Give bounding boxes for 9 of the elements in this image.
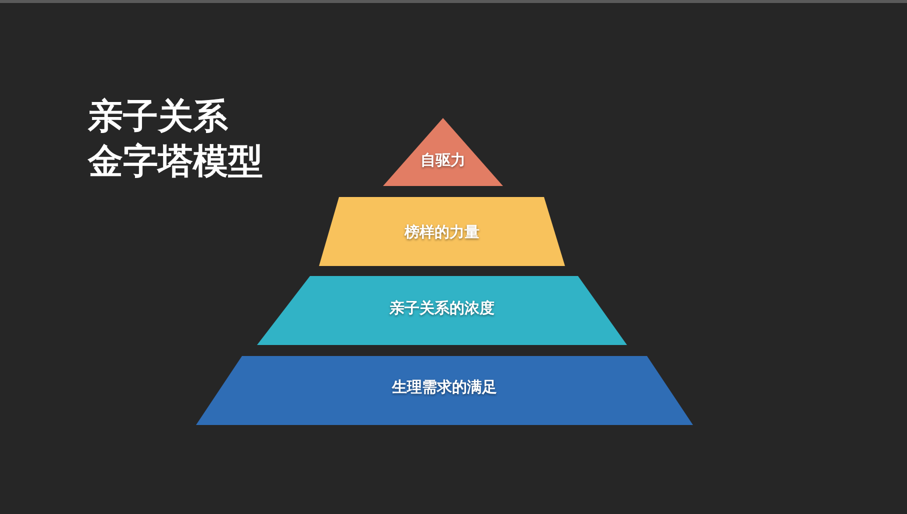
pyramid-tier [257,276,627,345]
tier-label: 生理需求的满足 [392,378,497,396]
title: 亲子关系金字塔模型 [88,96,264,184]
tier-label: 自驱力 [420,151,466,169]
pyramid-tier [319,197,565,266]
pyramid-tier [196,356,693,425]
tier-label: 榜样的力量 [404,223,480,241]
tier-label: 亲子关系的浓度 [390,299,494,317]
pyramid-apex [383,118,503,186]
